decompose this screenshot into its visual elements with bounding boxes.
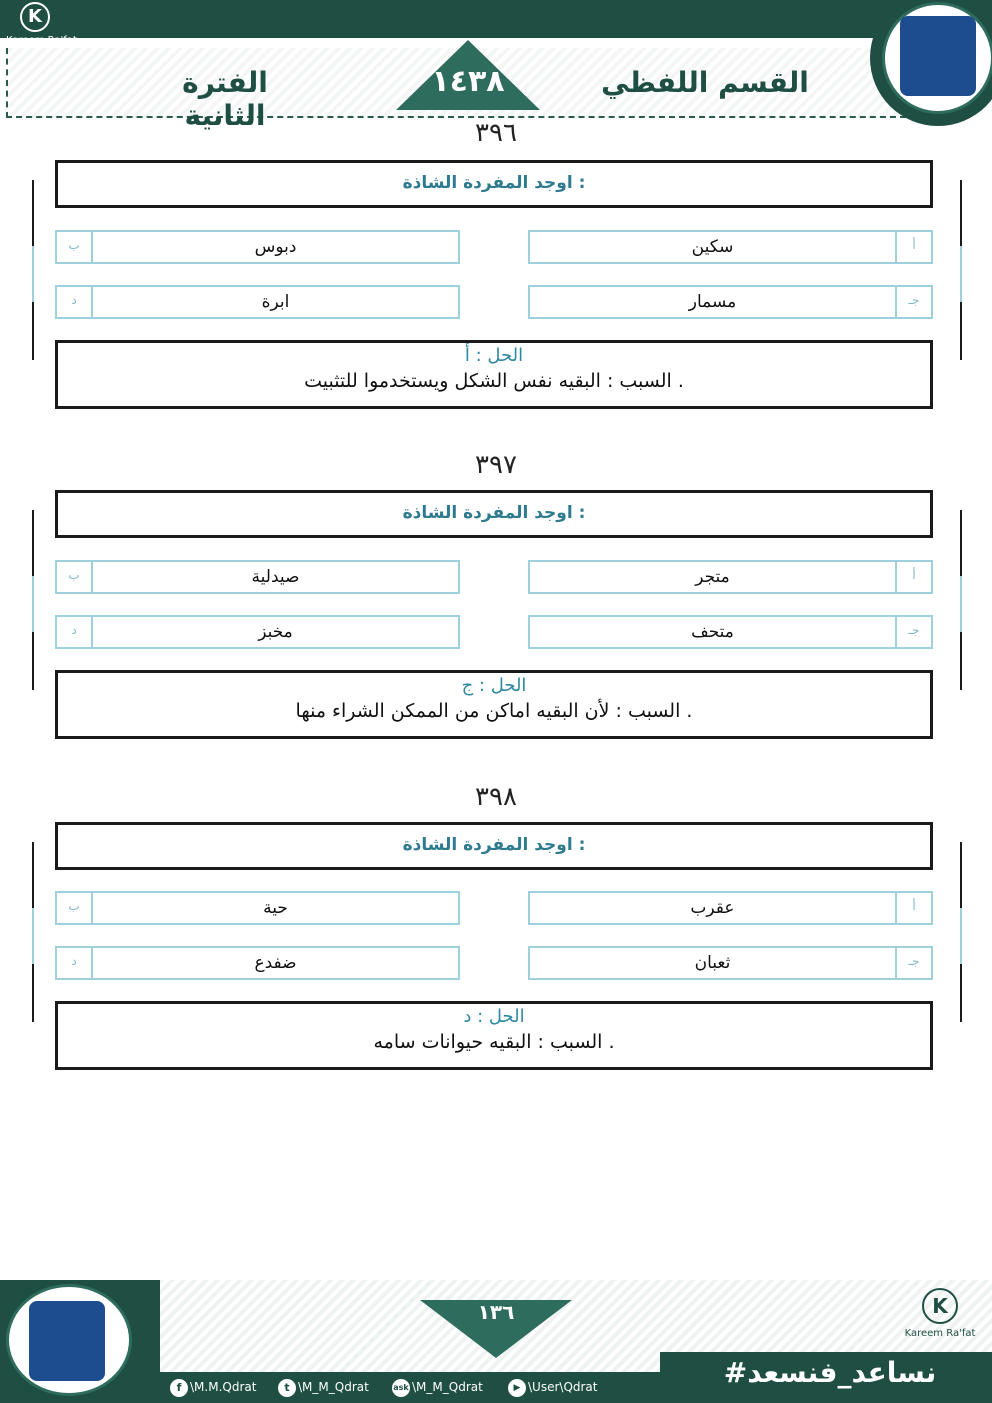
option-text: مخبز bbox=[258, 622, 293, 642]
option-text: حية bbox=[263, 898, 288, 918]
option-letter: د bbox=[57, 617, 93, 647]
facebook-icon: f bbox=[170, 1378, 188, 1397]
social-handle: \M_M_Qdrat bbox=[412, 1380, 483, 1394]
brand-name: Kareem Ra'fat bbox=[6, 35, 77, 46]
book-emblem-icon bbox=[29, 1301, 105, 1381]
youtube-icon: ▶ bbox=[508, 1378, 526, 1397]
brand-logo-top: K Kareem Ra'fat bbox=[6, 2, 96, 48]
option-a[interactable]: سكين أ bbox=[528, 230, 933, 264]
social-handle: \User\Qdrat bbox=[528, 1380, 598, 1394]
option-text: دبوس bbox=[254, 237, 297, 257]
answer-reason: السبب : البقيه حيوانات سامه . bbox=[373, 1031, 615, 1053]
social-youtube[interactable]: ▶\User\Qdrat bbox=[508, 1377, 598, 1397]
question-number: ٣٩٧ bbox=[475, 450, 517, 480]
period-title: الفترة الثانية bbox=[182, 66, 268, 132]
footer-right-band bbox=[660, 1352, 992, 1403]
hashtag: #نساعد_فنسعد bbox=[723, 1356, 937, 1389]
option-letter: ب bbox=[57, 562, 93, 592]
social-twitter[interactable]: t\M_M_Qdrat bbox=[278, 1377, 369, 1397]
option-text: عقرب bbox=[690, 898, 735, 918]
answer-box: الحل : د السبب : البقيه حيوانات سامه . bbox=[55, 1001, 933, 1070]
question-box: اوجد المفردة الشاذة : bbox=[55, 160, 933, 208]
option-letter: د bbox=[57, 287, 93, 317]
question-prompt: اوجد المفردة الشاذة : bbox=[402, 173, 586, 193]
option-text: ضفدع bbox=[254, 953, 297, 973]
question-number: ٣٩٨ bbox=[475, 782, 517, 812]
answer-label: الحل : د bbox=[463, 1006, 525, 1027]
header-band bbox=[0, 0, 992, 38]
page-triangle bbox=[420, 1300, 572, 1358]
brand-name: Kareem Ra'fat bbox=[904, 1328, 976, 1339]
option-text: ابرة bbox=[261, 292, 290, 312]
option-c[interactable]: متحف جـ bbox=[528, 615, 933, 649]
page-number: ١٣٦ bbox=[477, 1300, 515, 1324]
option-text: متجر bbox=[695, 567, 730, 587]
option-bracket bbox=[32, 246, 962, 302]
option-d[interactable]: د ابرة bbox=[55, 285, 460, 319]
option-text: مسمار bbox=[688, 292, 737, 312]
answer-reason: السبب : البقيه نفس الشكل ويستخدموا للتثب… bbox=[304, 370, 684, 392]
answer-box: الحل : ج السبب : لأن البقيه اماكن من الم… bbox=[55, 670, 933, 739]
option-letter: د bbox=[57, 948, 93, 978]
option-letter: ب bbox=[57, 232, 93, 262]
question-box: اوجد المفردة الشاذة : bbox=[55, 490, 933, 538]
social-handle: \M_M_Qdrat bbox=[298, 1380, 369, 1394]
answer-reason: السبب : لأن البقيه اماكن من الممكن الشرا… bbox=[295, 700, 693, 722]
brand-k-icon: K bbox=[20, 2, 50, 32]
option-c[interactable]: ثعبان جـ bbox=[528, 946, 933, 980]
option-a[interactable]: متجر أ bbox=[528, 560, 933, 594]
option-c[interactable]: مسمار جـ bbox=[528, 285, 933, 319]
option-letter: أ bbox=[895, 232, 931, 262]
option-bracket bbox=[32, 908, 962, 964]
option-text: سكين bbox=[691, 237, 734, 257]
answer-label: الحل : ج bbox=[461, 675, 527, 696]
option-b[interactable]: ب دبوس bbox=[55, 230, 460, 264]
option-text: صيدلية bbox=[251, 567, 300, 587]
option-letter: ب bbox=[57, 893, 93, 923]
answer-label: الحل : أ bbox=[464, 345, 524, 366]
option-bracket bbox=[32, 576, 962, 632]
social-handle: \M.M.Qdrat bbox=[190, 1380, 257, 1394]
answer-box: الحل : أ السبب : البقيه نفس الشكل ويستخد… bbox=[55, 340, 933, 409]
section-title: القسم اللفظي bbox=[601, 66, 809, 99]
option-letter: أ bbox=[895, 562, 931, 592]
option-d[interactable]: د مخبز bbox=[55, 615, 460, 649]
question-prompt: اوجد المفردة الشاذة : bbox=[402, 503, 586, 523]
brand-k-icon: K bbox=[922, 1288, 958, 1324]
twitter-icon: t bbox=[278, 1378, 296, 1397]
option-b[interactable]: ب صيدلية bbox=[55, 560, 460, 594]
qudrat-logo-bottom bbox=[6, 1284, 132, 1396]
option-a[interactable]: عقرب أ bbox=[528, 891, 933, 925]
option-b[interactable]: ب حية bbox=[55, 891, 460, 925]
brand-logo-bottom: K Kareem Ra'fat bbox=[900, 1288, 980, 1348]
option-text: ثعبان bbox=[694, 953, 731, 973]
option-letter: جـ bbox=[895, 617, 931, 647]
qudrat-logo-top bbox=[870, 0, 992, 126]
option-letter: أ bbox=[895, 893, 931, 923]
year-triangle bbox=[396, 40, 540, 110]
question-prompt: اوجد المفردة الشاذة : bbox=[402, 835, 586, 855]
ask-icon: ask bbox=[392, 1378, 410, 1397]
option-letter: جـ bbox=[895, 287, 931, 317]
year-label: ١٤٣٨ bbox=[431, 64, 505, 99]
question-number: ٣٩٦ bbox=[475, 118, 517, 148]
question-box: اوجد المفردة الشاذة : bbox=[55, 822, 933, 870]
social-facebook[interactable]: f\M.M.Qdrat bbox=[170, 1377, 256, 1397]
book-emblem-icon bbox=[900, 16, 976, 96]
option-text: متحف bbox=[691, 622, 734, 642]
social-ask[interactable]: ask\M_M_Qdrat bbox=[392, 1377, 483, 1397]
option-d[interactable]: د ضفدع bbox=[55, 946, 460, 980]
option-letter: جـ bbox=[895, 948, 931, 978]
